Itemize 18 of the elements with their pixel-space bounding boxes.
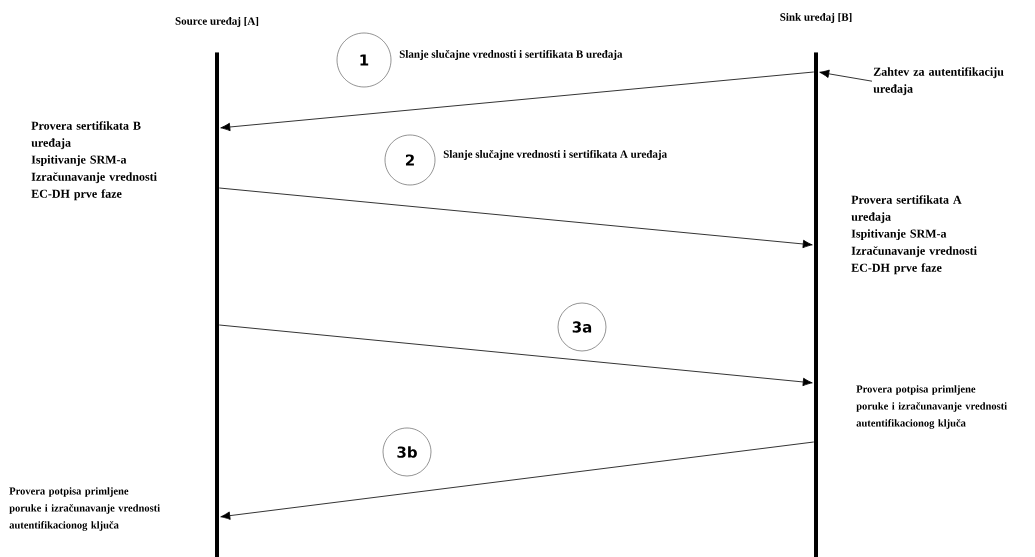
lifeline-title: Sink uređaj [B] [780, 13, 852, 23]
message-label: Slanje slučajne vrednosti i sertifikata B uređaja [399, 49, 623, 61]
note-text: Ispitivanje SRM-a [31, 155, 127, 167]
request-text: Zahtev za autentifikaciju uređaja [873, 67, 1004, 96]
note-text: Provera potpisa primljene poruke i izračunavanje vrednosti autentifikacionog ključa [856, 385, 1007, 429]
message-label: Slanje slučajne vrednosti i sertifikata A uređaja [443, 149, 667, 161]
message-arrow [220, 71, 815, 132]
message-arrow [220, 441, 815, 520]
note-text: Izračunavanje vrednosti EC-DH prve faze [31, 172, 157, 201]
note-text: Provera sertifikata B uređaja [31, 121, 141, 150]
lifeline-title: Source uređaj [A] [175, 17, 259, 27]
note-text: Provera potpisa primljene poruke i izračunavanje vrednosti autentifikacionog ključa [9, 487, 160, 531]
message-arrow [819, 69, 873, 82]
note-text: Provera sertifikata A uređaja [851, 195, 962, 224]
message-arrow [218, 324, 813, 387]
message-arrow [218, 187, 813, 249]
note-text: Ispitivanje SRM-a [851, 229, 947, 241]
note-text: Izračunavanje vrednosti EC-DH prve faze [851, 246, 977, 275]
